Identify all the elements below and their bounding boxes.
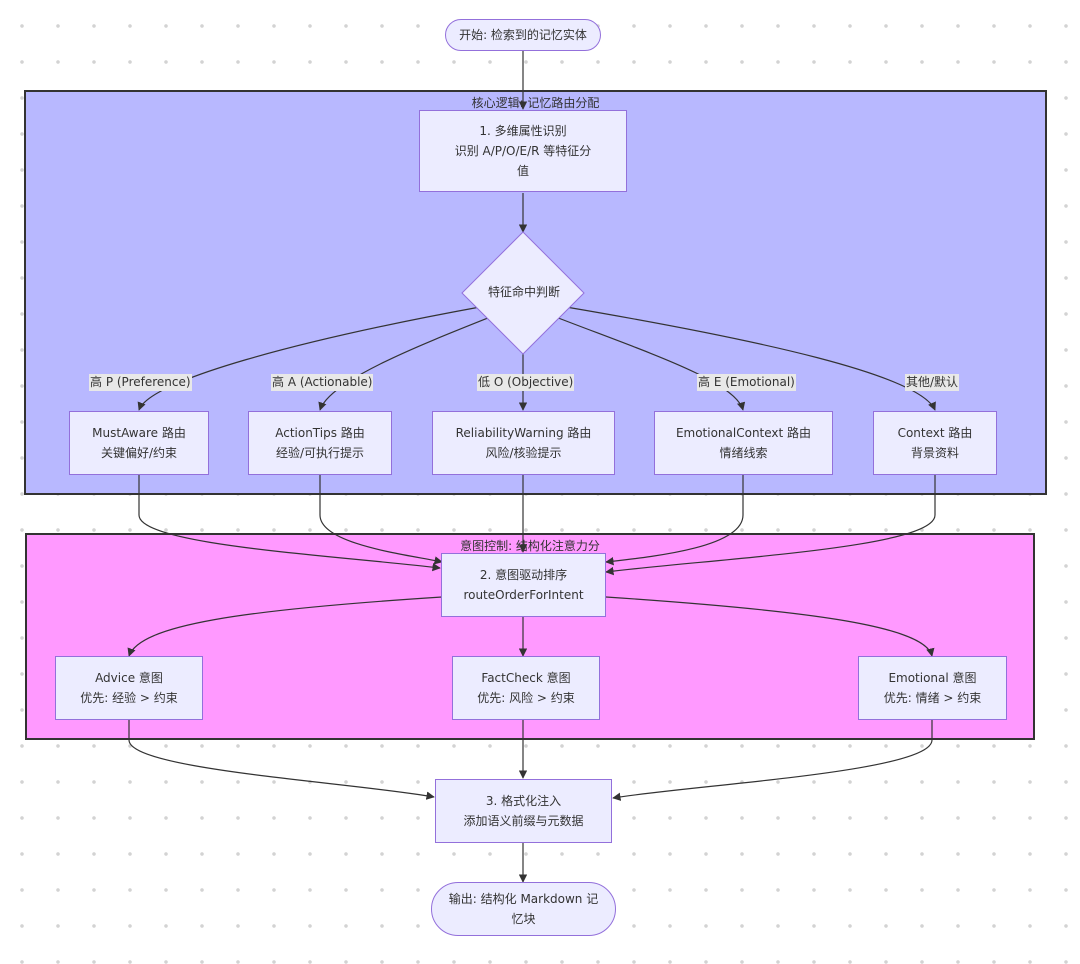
step1-line3: 值 <box>516 164 529 178</box>
route-emotionalcontext-title: EmotionalContext 路由 <box>675 426 812 440</box>
edge-emotional-step3 <box>612 720 933 801</box>
edge-step2-emotional <box>605 596 935 657</box>
step2-intent-sort-node: 2. 意图驱动排序 routeOrderForIntent <box>441 553 606 617</box>
edge-decision-emotional <box>547 313 746 411</box>
step3-format-inject-node: 3. 格式化注入 添加语义前缀与元数据 <box>435 779 612 843</box>
route-context-title: Context 路由 <box>897 426 973 440</box>
route-mustaware-desc: 关键偏好/约束 <box>100 446 178 460</box>
route-reliability-title: ReliabilityWarning 路由 <box>455 426 592 440</box>
route-emotionalcontext-node: EmotionalContext 路由 情绪线索 <box>654 411 833 475</box>
intent-emotional-desc: 优先: 情绪 > 约束 <box>883 691 982 705</box>
route-actiontips-desc: 经验/可执行提示 <box>275 446 365 460</box>
step1-line1: 1. 多维属性识别 <box>479 124 567 138</box>
edge-decision-mustaware <box>137 306 481 411</box>
edge-label-preference: 高 P (Preference) <box>89 374 192 391</box>
intent-emotional-title: Emotional 意图 <box>888 671 977 685</box>
step2-line1: 2. 意图驱动排序 <box>479 568 568 582</box>
route-reliability-node: ReliabilityWarning 路由 风险/核验提示 <box>432 411 615 475</box>
output-line1: 输出: 结构化 Markdown 记 <box>448 892 599 906</box>
step2-line2: routeOrderForIntent <box>463 588 584 602</box>
output-line2: 忆块 <box>511 912 536 926</box>
route-actiontips-node: ActionTips 路由 经验/可执行提示 <box>248 411 392 475</box>
decision-label: 特征命中判断 <box>487 285 560 299</box>
intent-advice-node: Advice 意图 优先: 经验 > 约束 <box>55 656 203 720</box>
edge-emotional-step2 <box>605 475 744 566</box>
intent-advice-title: Advice 意图 <box>95 671 163 685</box>
route-context-desc: 背景资料 <box>910 446 959 460</box>
route-reliability-desc: 风险/核验提示 <box>485 446 562 460</box>
route-mustaware-node: MustAware 路由 关键偏好/约束 <box>69 411 209 475</box>
edge-label-actionable: 高 A (Actionable) <box>271 374 374 391</box>
step1-line2: 识别 A/P/O/E/R 等特征分 <box>454 144 592 158</box>
intent-factcheck-title: FactCheck 意图 <box>481 671 571 685</box>
intent-factcheck-desc: 优先: 风险 > 约束 <box>477 691 575 705</box>
edge-label-objective: 低 O (Objective) <box>477 374 575 391</box>
intent-control-cluster-title: 意图控制: 结构化注意力分 <box>460 539 600 553</box>
edge-label-emotional: 高 E (Emotional) <box>697 374 796 391</box>
core-logic-cluster-title: 核心逻辑: 记忆路由分配 <box>471 96 600 110</box>
edge-step2-advice <box>127 596 443 657</box>
start-node-text: 开始: 检索到的记忆实体 <box>459 28 587 42</box>
step3-line2: 添加语义前缀与元数据 <box>463 814 584 828</box>
edge-decision-context <box>565 306 936 411</box>
edge-actiontips-step2 <box>319 475 443 565</box>
route-emotionalcontext-desc: 情绪线索 <box>719 446 768 460</box>
intent-factcheck-node: FactCheck 意图 优先: 风险 > 约束 <box>452 656 600 720</box>
route-actiontips-title: ActionTips 路由 <box>275 426 365 440</box>
step1-attribute-recognition-node: 1. 多维属性识别 识别 A/P/O/E/R 等特征分 值 <box>419 110 627 192</box>
decision-diamond <box>461 231 585 355</box>
route-mustaware-title: MustAware 路由 <box>92 426 186 440</box>
output-node: 输出: 结构化 Markdown 记 忆块 <box>431 882 616 936</box>
edge-label-default: 其他/默认 <box>905 374 960 391</box>
edge-context-step2 <box>605 475 936 576</box>
intent-emotional-node: Emotional 意图 优先: 情绪 > 约束 <box>858 656 1007 720</box>
edge-decision-actiontips <box>318 313 499 411</box>
route-context-node: Context 路由 背景资料 <box>873 411 997 475</box>
edge-mustaware-step2 <box>138 475 441 572</box>
step3-line1: 3. 格式化注入 <box>485 794 562 808</box>
edge-advice-step3 <box>128 720 435 800</box>
intent-advice-desc: 优先: 经验 > 约束 <box>80 691 178 705</box>
start-node: 开始: 检索到的记忆实体 <box>445 19 601 51</box>
